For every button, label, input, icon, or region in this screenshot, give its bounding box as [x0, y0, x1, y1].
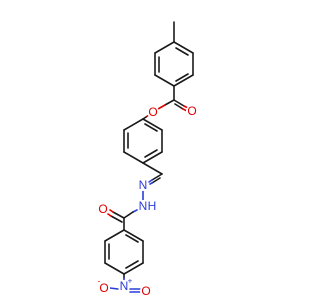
- ester-carbonyl-oxygen-label: O: [187, 104, 196, 118]
- nitro-oxygen-right-label: O: [141, 284, 150, 298]
- structure-diagram: O O N N H O N + O - O: [97, 21, 198, 298]
- nitrophenyl-ring: [104, 229, 144, 275]
- nitro-oxygen-left-charge: -: [98, 277, 101, 286]
- nitro-nitrogen-label: N: [120, 279, 129, 293]
- amide-nitrogen-label: N: [139, 199, 148, 213]
- amide-oxygen-label: O: [98, 202, 107, 216]
- nitro-nitrogen-charge: +: [128, 277, 133, 286]
- phenylene-ring: [123, 118, 163, 164]
- amide-carbonyl: [107, 209, 125, 231]
- tolyl-ring: [154, 41, 194, 87]
- amide-hydrogen-label: H: [148, 199, 157, 213]
- imine-nitrogen-label: N: [139, 178, 148, 192]
- ester-oxygen-label: O: [148, 105, 157, 119]
- molecule-drawing: O O N N H O N + O - O: [97, 21, 198, 298]
- nitro-oxygen-left-label: O: [99, 281, 108, 295]
- hydrazone-chain: [123, 162, 163, 219]
- nitro-group: [109, 273, 141, 293]
